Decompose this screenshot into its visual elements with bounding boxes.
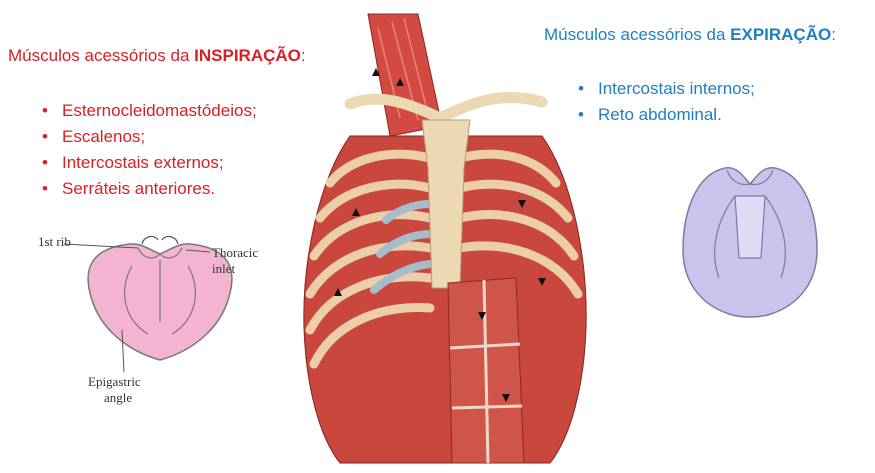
inspiration-muscle-list: Esternocleidomastódeios; Escalenos; Inte… (38, 98, 257, 202)
thoracic-inlet-label-line2: inlet (212, 261, 235, 277)
first-rib-label: 1st rib (38, 234, 71, 250)
epigastric-angle-label-line1: Epigastric (88, 374, 141, 390)
expiration-ribcage-diagram (665, 150, 835, 325)
expiration-title-suffix: : (831, 25, 836, 44)
epigastric-angle-label-line2: angle (104, 390, 132, 406)
inspiration-item: Serráteis anteriores. (38, 176, 257, 202)
expiration-title-bold: EXPIRAÇÃO (730, 25, 831, 44)
inspiration-title: Músculos acessórios da INSPIRAÇÃO: (8, 46, 306, 66)
inspiration-item: Intercostais externos; (38, 150, 257, 176)
inspiration-item: Escalenos; (38, 124, 257, 150)
thoracic-inlet-label-line1: Thoracic (212, 245, 258, 261)
thorax-muscles-illustration (280, 8, 610, 473)
inspiration-title-prefix: Músculos acessórios da (8, 46, 194, 65)
inspiration-item: Esternocleidomastódeios; (38, 98, 257, 124)
